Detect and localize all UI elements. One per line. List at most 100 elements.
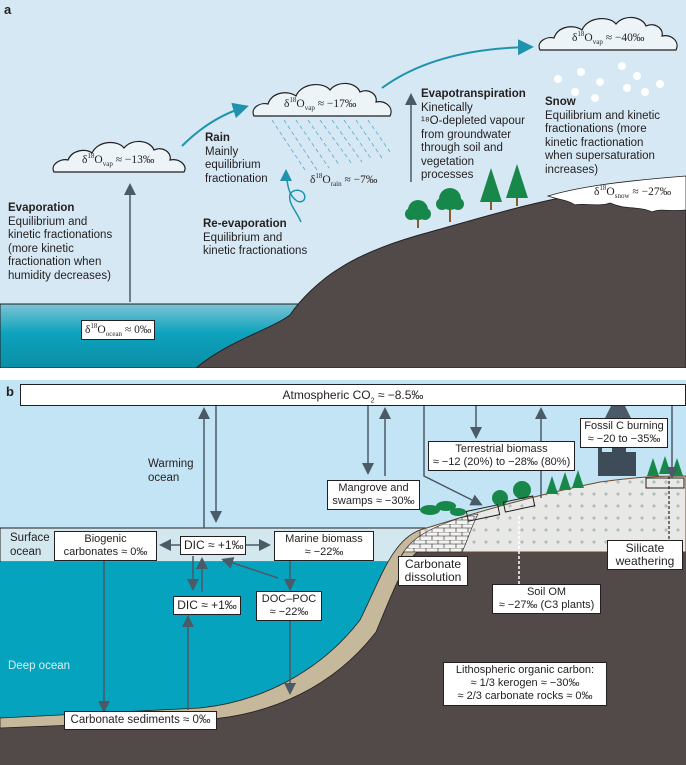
tree-conifer-1 — [480, 168, 502, 210]
arrow-rain-to-snow — [381, 39, 534, 89]
rain-title: Rain — [205, 132, 230, 144]
co2-label: Atmospheric CO — [282, 388, 371, 402]
value: ≈ 0‰ — [124, 323, 152, 336]
snow-label: Snow Equilibrium and kinetic fractionati… — [545, 96, 660, 177]
evapotranspiration-title: Evapotranspiration — [421, 88, 526, 100]
arrow-atm-to-carbonate — [423, 406, 483, 506]
carbonate-dissolution-box: Carbonate dissolution — [398, 556, 468, 586]
co2-subscript: 2 — [370, 397, 375, 405]
delta-symbol: δ — [572, 31, 578, 44]
arrow-evap-to-rain — [181, 102, 249, 147]
cloud-snow — [538, 16, 678, 51]
panel-a: a δ18Ovap ≈ −13‰ δ18Ovap ≈ −17‰ δ18Ovap … — [0, 0, 686, 368]
line: increases) — [545, 163, 599, 176]
panel-a-scene — [0, 0, 686, 368]
subscript: snow — [614, 192, 630, 201]
cloud-evap — [52, 140, 186, 173]
line: (more kinetic — [8, 242, 74, 255]
line: kinetic fractionations — [8, 229, 113, 241]
subscript: vap — [304, 104, 315, 113]
trees-mangrove — [420, 501, 466, 516]
element: O — [94, 153, 103, 166]
line: ocean — [10, 545, 42, 558]
biogenic-carbonates-box: Biogenic carbonates ≈ 0‰ — [54, 531, 157, 561]
line: ocean — [148, 471, 180, 484]
rain-streaks — [271, 119, 391, 171]
value: Carbonate sediments ≈ 0‰ — [70, 714, 211, 726]
line: Silicate — [625, 541, 665, 555]
snow-cap — [546, 175, 686, 213]
line: ≈ 1/3 kerogen ≈ −30‰ — [470, 677, 580, 689]
line: when supersaturation — [545, 150, 655, 162]
line: carbonates ≈ 0‰ — [63, 546, 148, 558]
line: Fossil C burning — [584, 420, 664, 432]
mass-number: 18 — [87, 152, 95, 160]
delta-symbol: δ — [85, 323, 91, 336]
snow-title: Snow — [545, 96, 576, 108]
mass-number: 18 — [90, 322, 98, 330]
soil-om-box: Soil OM ≈ −27‰ (C3 plants) — [492, 584, 601, 614]
line: kinetic fractionations — [203, 245, 308, 257]
value: ≈ −40‰ — [605, 31, 645, 44]
element: O — [97, 323, 106, 336]
element: O — [584, 31, 593, 44]
panel-b: b Atmospheric CO2 ≈ −8.5‰ Warming ocean … — [0, 380, 686, 765]
line: from groundwater — [421, 128, 512, 141]
line: ≈ −27‰ (C3 plants) — [498, 599, 595, 611]
snow-value: δ18Osnow ≈ −27‰ — [594, 184, 671, 200]
line: fractionation when — [8, 256, 102, 268]
silicate-weathering-box: Silicate weathering — [607, 540, 683, 570]
delta-symbol: δ — [82, 153, 88, 166]
element: O — [606, 185, 615, 198]
mass-number: 18 — [289, 96, 297, 104]
line: ≈ −22‰ — [269, 606, 309, 618]
subscript: vap — [102, 160, 113, 169]
value: ≈ −7‰ — [344, 173, 378, 186]
line: Mangrove and — [338, 482, 409, 494]
line: processes — [421, 169, 474, 181]
line: ¹⁸O-depleted vapour — [421, 115, 525, 127]
marine-biomass-box: Marine biomass ≈ −22‰ — [274, 531, 374, 561]
element: O — [322, 173, 331, 186]
value: ≈ −13‰ — [115, 153, 155, 166]
cloud-snow-value: δ18Ovap ≈ −40‰ — [572, 30, 644, 46]
rain-label: Rain Mainly equilibrium fractionation — [205, 132, 268, 186]
fossil-c-burning-box: Fossil C burning ≈ −20 to −35‰ — [580, 418, 668, 448]
ocean-value-box: δ18Oocean ≈ 0‰ — [81, 320, 156, 341]
rain-value: δ18Orain ≈ −7‰ — [310, 172, 377, 188]
reevaporation-title: Re-evaporation — [203, 218, 287, 230]
value: ≈ −17‰ — [317, 97, 357, 110]
sample-box-2 — [502, 495, 536, 513]
line: ≈ 2/3 carbonate rocks ≈ 0‰ — [457, 690, 593, 702]
line: through soil and — [421, 142, 503, 154]
lithospheric-carbon-box: Lithospheric organic carbon: ≈ 1/3 kerog… — [443, 662, 607, 706]
line: ≈ −12 (20%) to −28‰ (80%) — [432, 456, 571, 468]
line: equilibrium — [205, 159, 261, 171]
line: ≈ −22‰ — [304, 546, 344, 558]
arrow-doc-to-dic — [221, 557, 279, 579]
line: dissolution — [404, 570, 462, 584]
line: Surface — [10, 532, 50, 544]
co2-value: ≈ −8.5‰ — [374, 388, 424, 402]
line: Warming — [148, 458, 194, 470]
line: Equilibrium and — [8, 215, 88, 228]
carbonate-rock — [399, 513, 479, 559]
atmospheric-co2-box: Atmospheric CO2 ≈ −8.5‰ — [20, 384, 686, 406]
line: weathering — [615, 554, 675, 568]
line: Kinetically — [421, 101, 473, 114]
value: ≈ −27‰ — [632, 185, 672, 198]
delta-symbol: δ — [310, 173, 316, 186]
line: Marine biomass — [285, 533, 363, 545]
line: ≈ −20 to −35‰ — [587, 433, 661, 445]
tree-deciduous-2 — [436, 188, 464, 222]
mass-number: 18 — [599, 184, 607, 192]
snowflakes — [554, 62, 664, 102]
reevaporation-label: Re-evaporation Equilibrium and kinetic f… — [203, 218, 307, 259]
line: kinetic fractionation — [545, 136, 644, 149]
subscript: vap — [592, 38, 603, 47]
carbonate-sediments-box: Carbonate sediments ≈ 0‰ — [64, 711, 217, 730]
dic-deep-box: DIC ≈ +1‰ — [173, 596, 241, 615]
subscript: rain — [330, 180, 342, 189]
line: DOC–POC — [261, 593, 317, 605]
doc-poc-box: DOC–POC ≈ −22‰ — [256, 591, 322, 621]
